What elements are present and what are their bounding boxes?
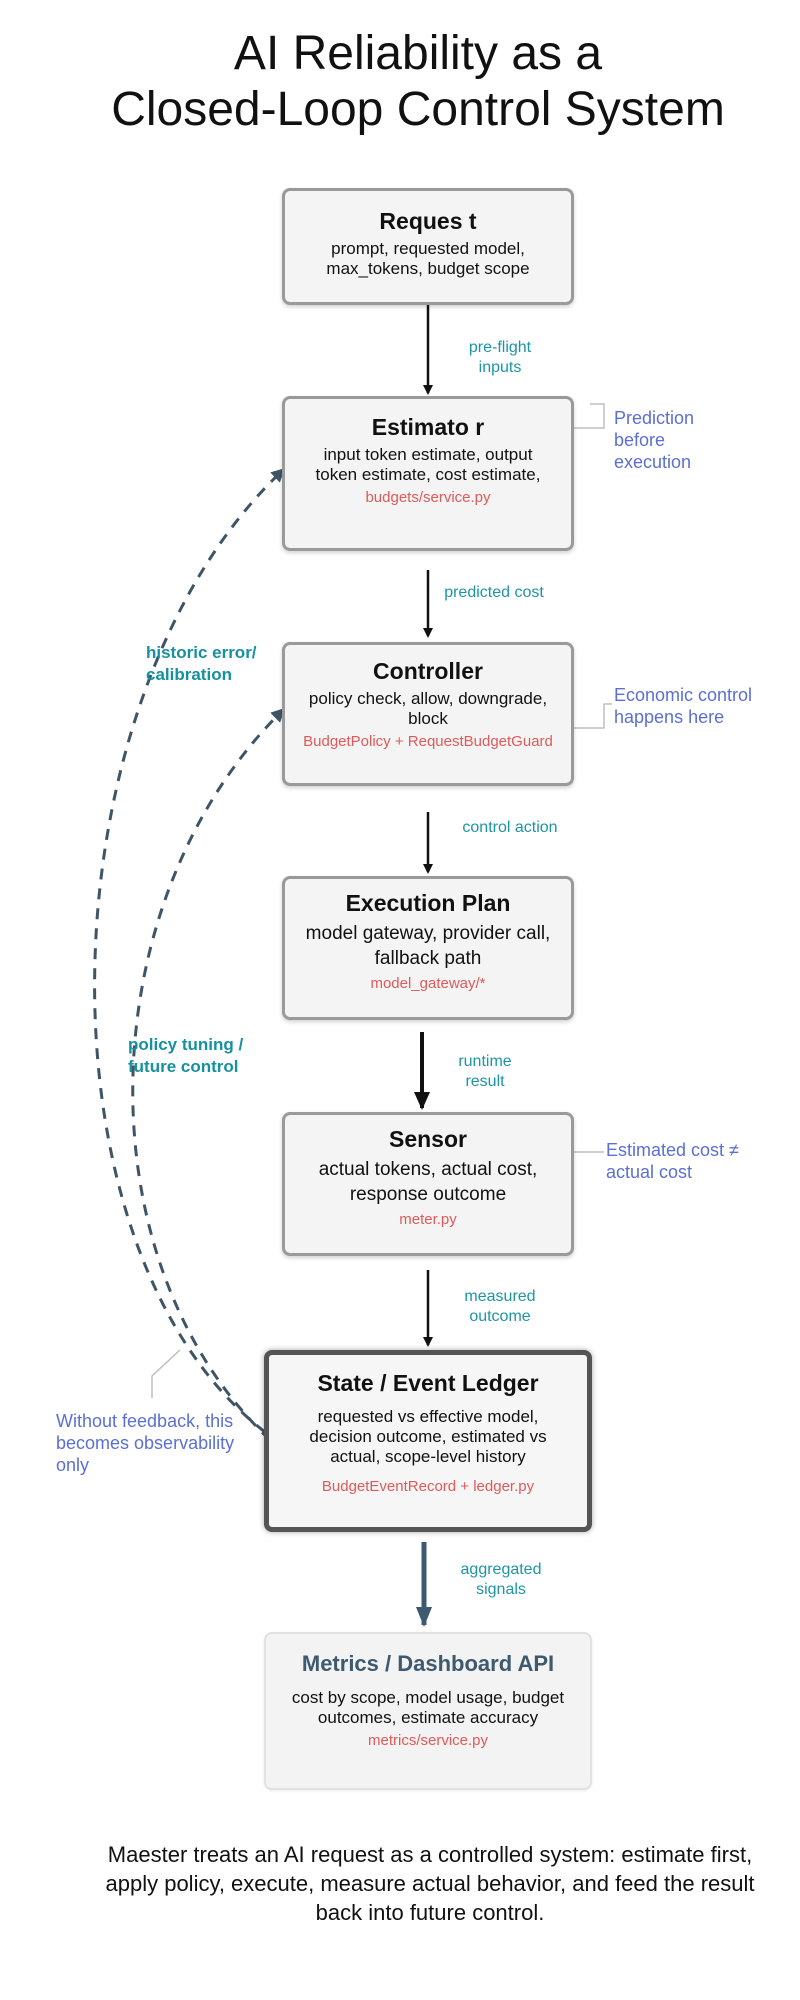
footer-caption: Maester treats an AI request as a contro… [105, 1842, 755, 1925]
sensor-title: Sensor [389, 1126, 467, 1152]
ledger-node: State / Event Ledger requested vs effect… [264, 1350, 592, 1532]
controller-desc: policy check, allow, downgrade, block [308, 689, 548, 728]
ledger-title: State / Event Ledger [317, 1370, 539, 1396]
sensor-file: meter.py [399, 1211, 457, 1228]
metrics-file: metrics/service.py [367, 1732, 489, 1749]
leader-prediction [572, 403, 605, 429]
controller-file: BudgetPolicy + RequestBudgetGuard [303, 733, 553, 750]
feedback-policy-curve [131, 707, 286, 1442]
ledger-file: BudgetEventRecord + ledger.py [321, 1478, 535, 1495]
request-desc: prompt, requested model, max_tokens, bud… [326, 239, 530, 278]
edge-label-control: control action [462, 819, 558, 836]
ledger-desc: requested vs effective model, decision o… [309, 1407, 547, 1466]
edge-label-predicted: predicted cost [444, 584, 544, 601]
metrics-node: Metrics / Dashboard API cost by scope, m… [264, 1632, 592, 1790]
leader-feedback [151, 1349, 181, 1398]
note-feedback: Without feedback, this becomes observabi… [56, 1411, 235, 1475]
edge-label-measured: measured outcome [464, 1288, 536, 1325]
controller-title: Controller [373, 658, 483, 684]
metrics-desc: cost by scope, model usage, budget outco… [291, 1688, 565, 1727]
sensor-node: Sensor actual tokens, actual cost, respo… [282, 1112, 574, 1256]
sensor-desc: actual tokens, actual cost, response out… [318, 1159, 538, 1205]
title-line-1: AI Reliability as a [233, 27, 603, 80]
diagram-title: AI Reliability as a Closed-Loop Control … [0, 26, 800, 138]
execution-title: Execution Plan [345, 890, 511, 916]
edge-label-preflight: pre-flight inputs [468, 339, 532, 376]
edge-label-runtime: runtime result [458, 1053, 512, 1090]
edge-label-aggregated: aggregated signals [460, 1561, 542, 1598]
feedback-label-policy: policy tuning / future control [128, 1035, 244, 1076]
leader-economic [572, 703, 612, 729]
execution-node: Execution Plan model gateway, provider c… [282, 876, 574, 1020]
execution-file: model_gateway/* [370, 975, 486, 992]
execution-desc: model gateway, provider call, fallback p… [305, 923, 551, 969]
note-estimated: Estimated cost ≠ actual cost [606, 1140, 739, 1182]
feedback-label-historic: historic error/ calibration [146, 643, 257, 684]
metrics-title: Metrics / Dashboard API [301, 1651, 555, 1676]
feedback-historic-curve [93, 467, 286, 1434]
estimator-desc: input token estimate, output token estim… [315, 445, 541, 484]
controller-node: Controller policy check, allow, downgrad… [282, 642, 574, 786]
request-title: Reques t [379, 208, 477, 234]
request-node: Reques t prompt, requested model, max_to… [282, 188, 574, 305]
title-line-2: Closed-Loop Control System [111, 83, 725, 136]
estimator-file: budgets/service.py [365, 489, 491, 506]
estimator-node: Estimato r input token estimate, output … [282, 396, 574, 551]
note-economic: Economic control happens here [614, 685, 753, 727]
note-prediction: Prediction before execution [614, 408, 695, 472]
estimator-title: Estimato r [371, 414, 485, 440]
